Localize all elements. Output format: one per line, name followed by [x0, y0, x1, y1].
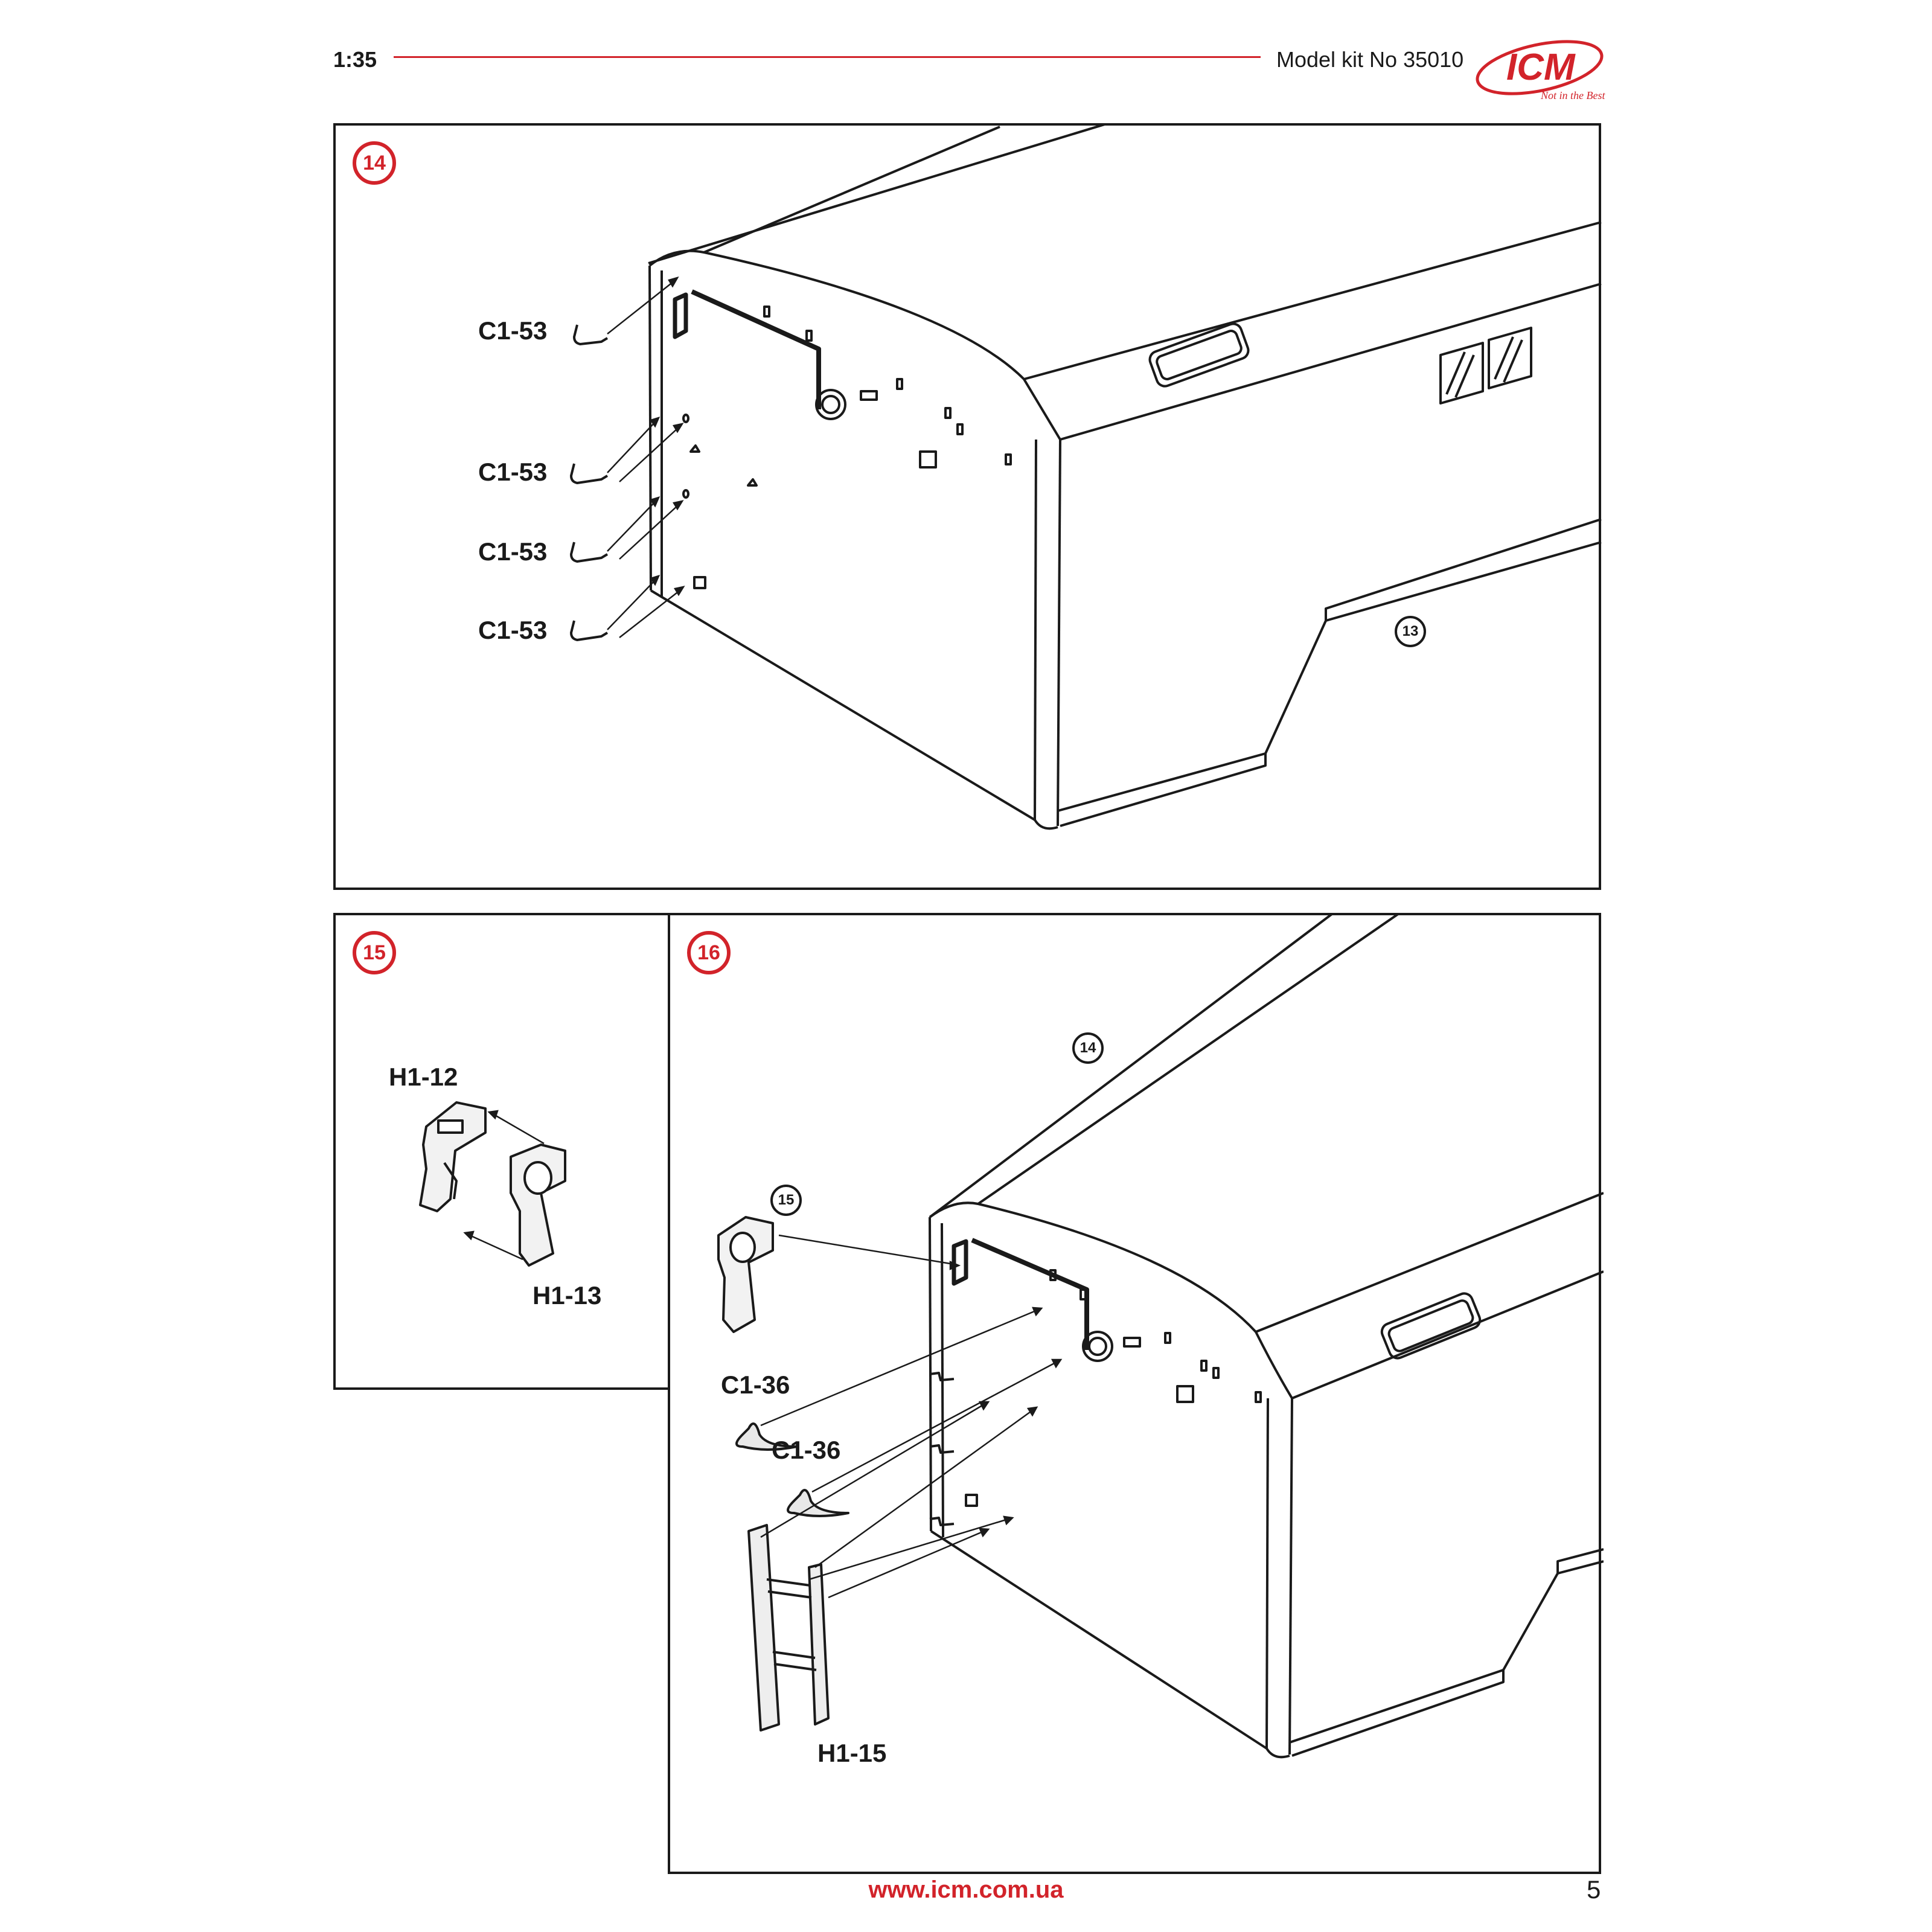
step-15-reference: 15 [770, 1185, 802, 1216]
scale-label: 1:35 [333, 47, 377, 72]
step-13-reference: 13 [1395, 616, 1426, 647]
part-label-c1-53-a: C1-53 [478, 316, 548, 345]
step-15-drawing [419, 1101, 566, 1267]
part-label-c1-36-a: C1-36 [721, 1371, 790, 1399]
part-label-h1-13: H1-13 [533, 1281, 602, 1310]
step-16-badge: 16 [687, 931, 731, 974]
part-label-c1-53-b: C1-53 [478, 458, 548, 486]
step-14-drawing [570, 126, 1602, 830]
part-label-h1-12: H1-12 [389, 1063, 458, 1091]
step-14-reference: 14 [1072, 1032, 1104, 1064]
header-rule [394, 56, 1261, 58]
part-label-h1-15: H1-15 [817, 1739, 887, 1767]
step-14-panel: 14 13 C1-53 C1-53 C1-53 C1-53 [333, 123, 1602, 890]
logo-tagline: Not in the Best [1540, 89, 1605, 101]
part-label-c1-53-c: C1-53 [478, 537, 548, 566]
page-number: 5 [1587, 1875, 1601, 1904]
logo-lettering: ICM [1506, 46, 1576, 88]
step-15-panel: 15 H1-12 H1-13 [333, 913, 670, 1390]
step-15-badge: 15 [353, 931, 396, 974]
icm-logo: ICM Not in the Best [1473, 36, 1612, 104]
model-kit-label: Model kit No 35010 [1276, 47, 1464, 72]
step-16-panel: 16 14 15 C1-36 C1-36 H1-15 [668, 913, 1604, 1874]
part-label-c1-36-b: C1-36 [772, 1436, 841, 1464]
website-link[interactable]: www.icm.com.ua [868, 1876, 1064, 1903]
step-14-badge: 14 [353, 141, 396, 185]
part-label-c1-53-d: C1-53 [478, 616, 548, 644]
step-16-drawing [717, 915, 1604, 1759]
